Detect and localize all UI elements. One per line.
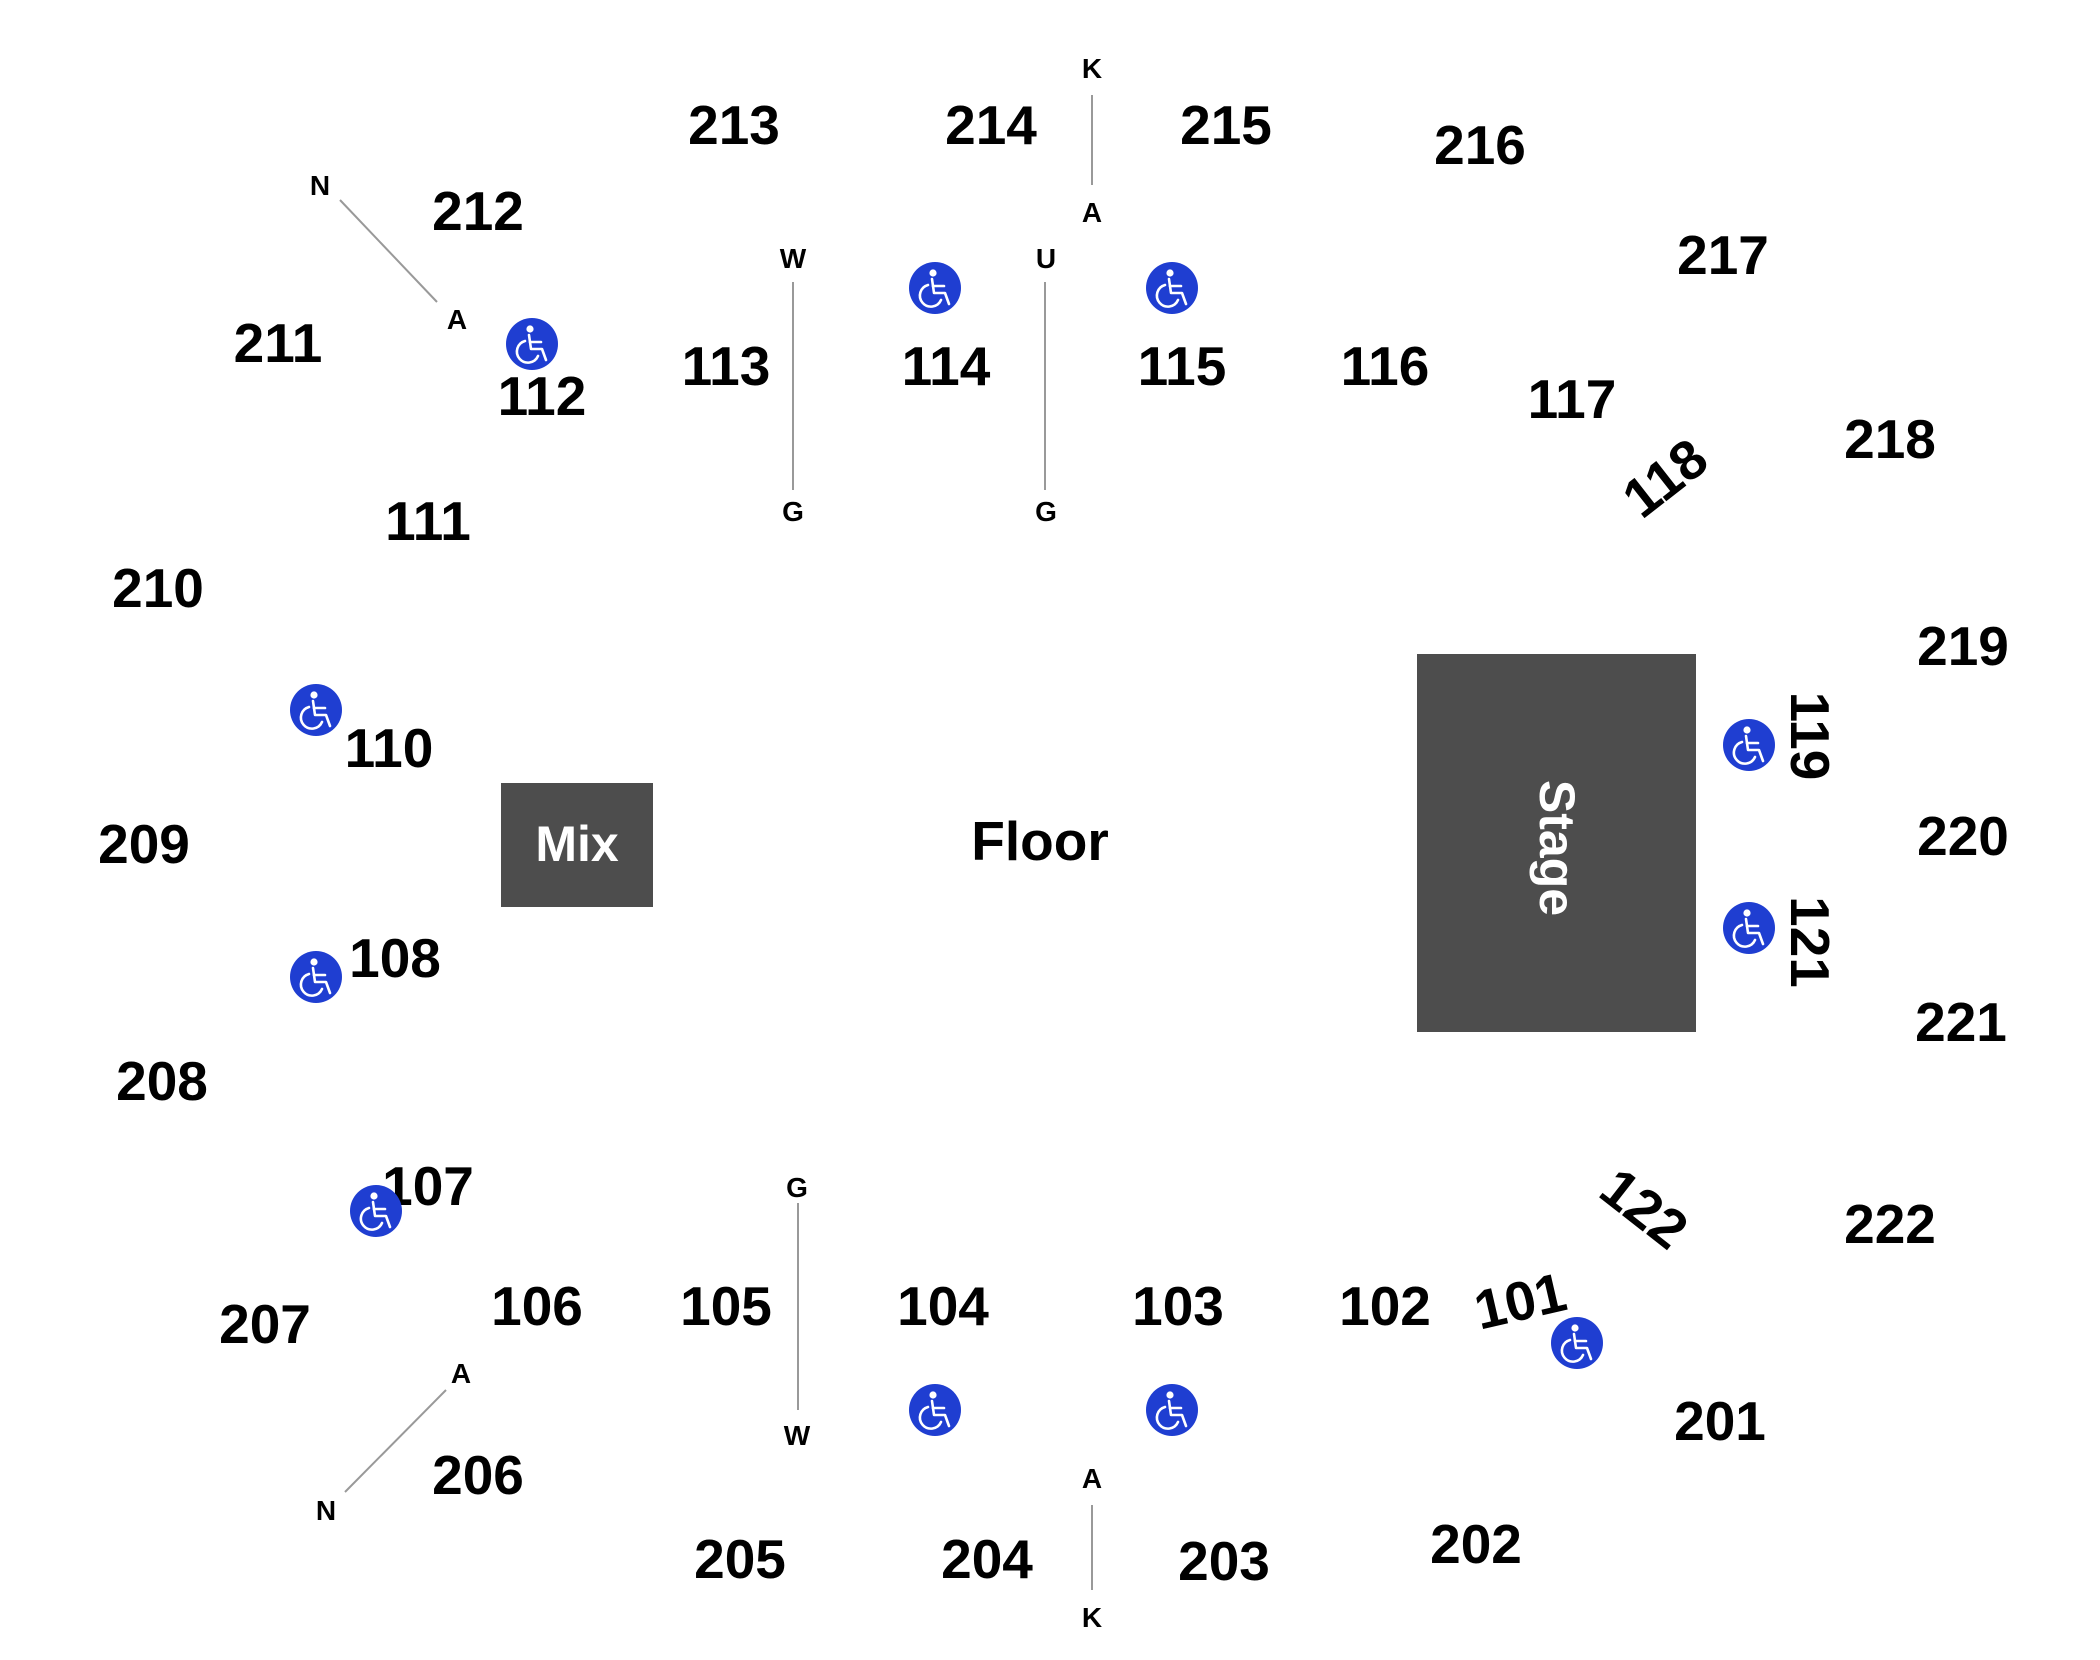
wheelchair-icon: [907, 1382, 963, 1438]
section-119[interactable]: 119: [1779, 692, 1841, 781]
row-marker: N: [316, 1495, 336, 1526]
section-103[interactable]: 103: [1132, 1275, 1224, 1337]
wheelchair-icon: [504, 316, 560, 372]
row-marker: N: [310, 170, 330, 201]
section-122[interactable]: 122: [1589, 1156, 1699, 1261]
section-209[interactable]: 209: [98, 813, 190, 875]
row-marker: G: [1035, 496, 1057, 527]
section-201[interactable]: 201: [1674, 1390, 1766, 1452]
section-220[interactable]: 220: [1917, 805, 2009, 867]
section-212[interactable]: 212: [432, 180, 524, 242]
stage-box: [1417, 654, 1696, 1032]
mix-label: Mix: [535, 816, 619, 872]
stage: Stage: [1417, 654, 1696, 1032]
row-marker: A: [1082, 197, 1102, 228]
section-117[interactable]: 117: [1528, 368, 1617, 430]
row-marker: K: [1082, 53, 1102, 84]
section-115[interactable]: 115: [1138, 335, 1227, 397]
section-222[interactable]: 222: [1844, 1193, 1936, 1255]
section-118[interactable]: 118: [1611, 426, 1719, 529]
section-121[interactable]: 121: [1779, 896, 1841, 988]
section-214[interactable]: 214: [945, 94, 1037, 156]
row-marker: K: [1082, 1602, 1102, 1633]
section-102[interactable]: 102: [1339, 1275, 1431, 1337]
row-guide-212: [339, 199, 438, 303]
row-marker: A: [447, 304, 467, 335]
row-marker: U: [1036, 243, 1056, 274]
section-210[interactable]: 210: [112, 557, 204, 619]
wheelchair-icon: [1549, 1315, 1605, 1371]
wheelchair-icon: [288, 682, 344, 738]
section-112[interactable]: 112: [498, 365, 587, 427]
section-217[interactable]: 217: [1677, 224, 1769, 286]
section-202[interactable]: 202: [1430, 1513, 1522, 1575]
wheelchair-icon: [1144, 260, 1200, 316]
section-116[interactable]: 116: [1341, 335, 1430, 397]
row-marker: G: [786, 1172, 808, 1203]
section-111[interactable]: 111: [385, 490, 471, 552]
row-marker: G: [782, 496, 804, 527]
section-203[interactable]: 203: [1178, 1530, 1270, 1592]
section-204[interactable]: 204: [941, 1528, 1033, 1590]
section-207[interactable]: 207: [219, 1293, 311, 1355]
mix-box: [501, 783, 653, 907]
row-marker: A: [451, 1358, 471, 1389]
section-106[interactable]: 106: [491, 1275, 583, 1337]
wheelchair-icon: [907, 260, 963, 316]
section-205[interactable]: 205: [694, 1528, 786, 1590]
stage-label: Stage: [1529, 780, 1585, 916]
wheelchair-icon: [1144, 1382, 1200, 1438]
section-221[interactable]: 221: [1915, 991, 2007, 1053]
row-guide-206: [344, 1389, 447, 1493]
section-208[interactable]: 208: [116, 1050, 208, 1112]
section-108[interactable]: 108: [349, 927, 441, 989]
wheelchair-icon: [348, 1183, 404, 1239]
section-104[interactable]: 104: [897, 1275, 989, 1337]
mix-booth[interactable]: Mix: [501, 783, 653, 907]
wheelchair-icon: [288, 949, 344, 1005]
section-219[interactable]: 219: [1917, 615, 2009, 677]
section-114[interactable]: 114: [902, 335, 991, 397]
section-206[interactable]: 206: [432, 1444, 524, 1506]
section-213[interactable]: 213: [688, 94, 780, 156]
section-113[interactable]: 113: [682, 335, 771, 397]
section-105[interactable]: 105: [680, 1275, 772, 1337]
floor-section[interactable]: Floor: [971, 810, 1108, 872]
row-marker: W: [784, 1420, 811, 1451]
section-211[interactable]: 211: [234, 312, 323, 374]
section-218[interactable]: 218: [1844, 408, 1936, 470]
row-marker: W: [780, 243, 807, 274]
section-110[interactable]: 110: [345, 717, 434, 779]
row-marker: A: [1082, 1463, 1102, 1494]
section-215[interactable]: 215: [1180, 94, 1272, 156]
section-216[interactable]: 216: [1434, 114, 1526, 176]
wheelchair-icon: [1721, 717, 1777, 773]
wheelchair-icon: [1721, 900, 1777, 956]
